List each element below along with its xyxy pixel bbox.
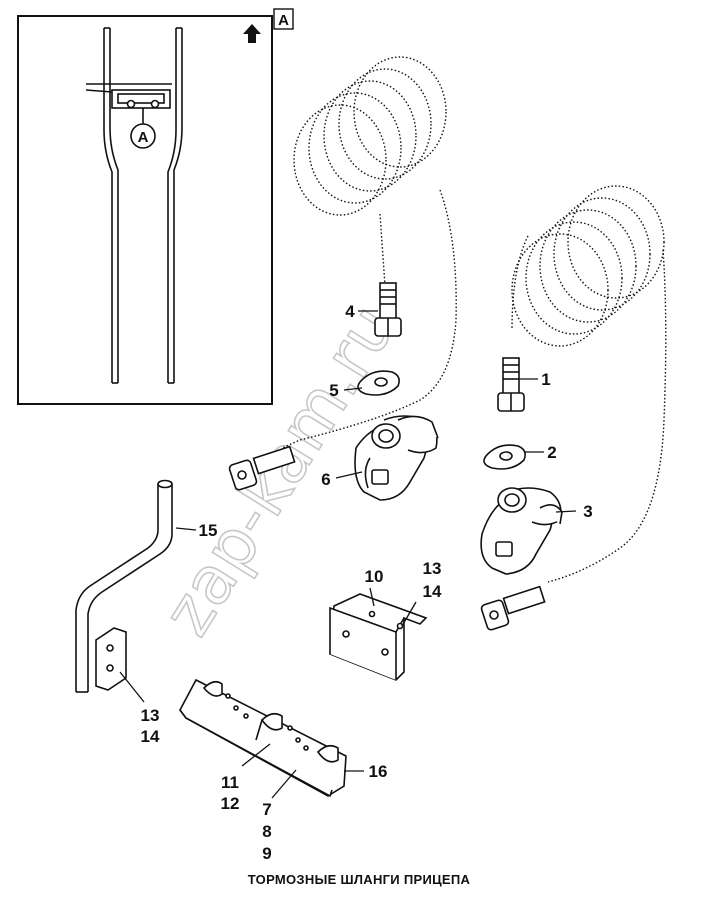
bracket-10 [329, 593, 428, 681]
frame-rails [85, 27, 183, 384]
detail-marker [130, 123, 156, 149]
gasket-2 [483, 444, 526, 470]
callout-10: 10 [365, 567, 384, 586]
leader-lines [119, 310, 577, 799]
detail-marker-label: A [138, 129, 149, 146]
callout-14-bracket: 14 [423, 582, 442, 601]
diagram-caption: ТОРМОЗНЫЕ ШЛАНГИ ПРИЦЕПА [247, 872, 471, 887]
coupling-head-3 [480, 487, 563, 575]
mounting-plate-16 [179, 678, 347, 798]
coupling-head-6 [354, 415, 439, 501]
inset-view: A A [17, 8, 294, 405]
direction-arrow-icon [243, 24, 261, 43]
callout-6: 6 [321, 470, 330, 489]
callout-12: 12 [221, 794, 240, 813]
bolt-1 [497, 357, 525, 412]
inset-corner-label: A [278, 12, 289, 29]
callout-9: 9 [262, 844, 271, 863]
callout-3: 3 [583, 502, 592, 521]
brake-hose-coil-upper [281, 56, 457, 449]
callout-8: 8 [262, 822, 271, 841]
callout-13-bracket: 13 [423, 559, 442, 578]
callout-11: 11 [221, 773, 239, 792]
bolt-horizontal-right [480, 585, 546, 631]
callout-2: 2 [547, 443, 556, 462]
bolt-4 [374, 282, 402, 337]
callout-5: 5 [329, 381, 338, 400]
pipe-15 [75, 479, 173, 693]
callout-13-pipe: 13 [141, 706, 160, 725]
callout-4: 4 [345, 302, 355, 321]
callout-7: 7 [262, 800, 271, 819]
callout-15: 15 [199, 521, 218, 540]
callout-14-pipe: 14 [141, 727, 160, 746]
gasket-5 [357, 370, 400, 396]
inset-corner-box [273, 8, 294, 30]
callout-1: 1 [541, 370, 550, 389]
brake-hose-coil-lower [511, 185, 667, 583]
bolt-horizontal-left [228, 445, 296, 491]
callout-16: 16 [369, 762, 388, 781]
inset-frame [17, 15, 273, 405]
